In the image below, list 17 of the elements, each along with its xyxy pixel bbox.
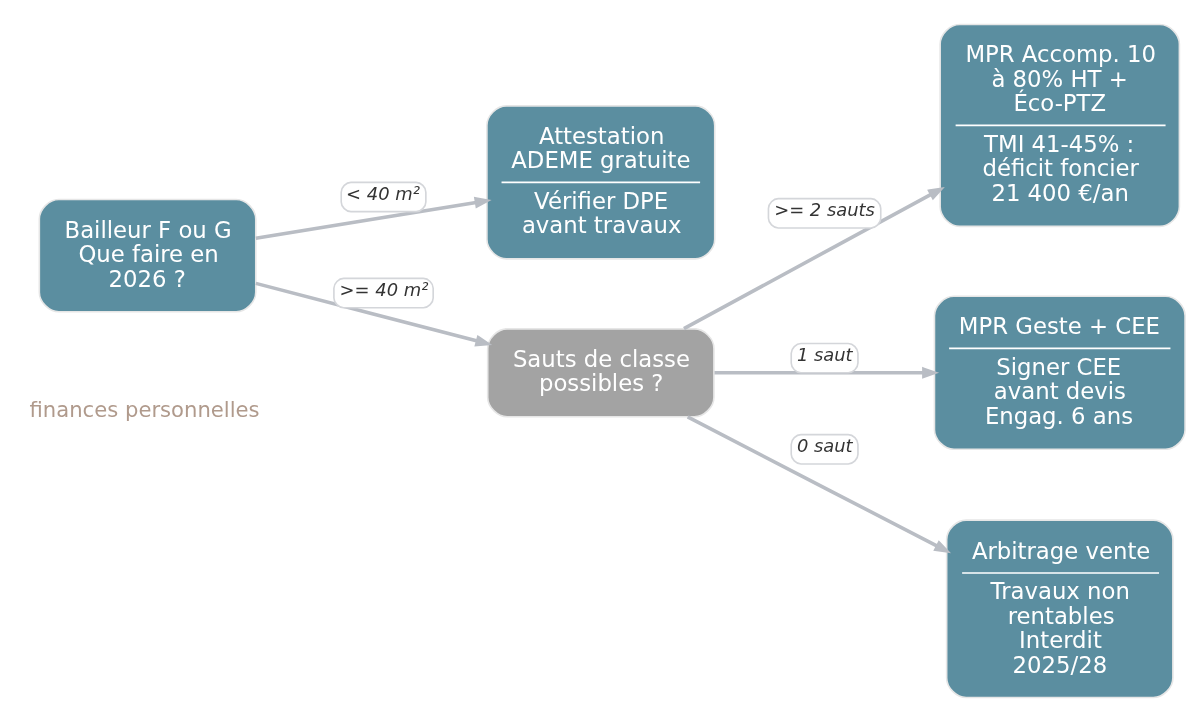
edge-label: 0 saut <box>796 434 853 456</box>
node-box: Sauts de classe possibles ? <box>486 327 715 418</box>
label: finances personnelles <box>29 396 260 422</box>
node-box: Bailleur F ou G Que faire en 2026 ? <box>38 198 257 313</box>
edge-label: < 40 m² <box>346 182 420 204</box>
edge-label: >= 40 m² <box>339 278 429 300</box>
edge-label: >= 2 sauts <box>774 198 875 220</box>
arrow <box>686 414 952 553</box>
node-box: Arbitrage vente Travaux non rentables Interdit 2025/28 <box>945 518 1174 698</box>
node-box: MPR Accomp. 10 à 80% HT + Éco-PTZ TMI 41-45% : déficit foncier 21 400 €/an <box>939 23 1181 227</box>
node-box: MPR Geste + CEE Signer CEE avant devis Engag. 6 ans <box>933 295 1186 450</box>
node-box: Attestation ADEME gratuite Vérifier DPE avant travaux <box>486 104 716 260</box>
edge-label: 1 saut <box>796 343 853 365</box>
arrow <box>255 281 493 346</box>
arrow <box>683 186 945 330</box>
arrow <box>255 196 492 240</box>
arrow <box>714 366 940 379</box>
